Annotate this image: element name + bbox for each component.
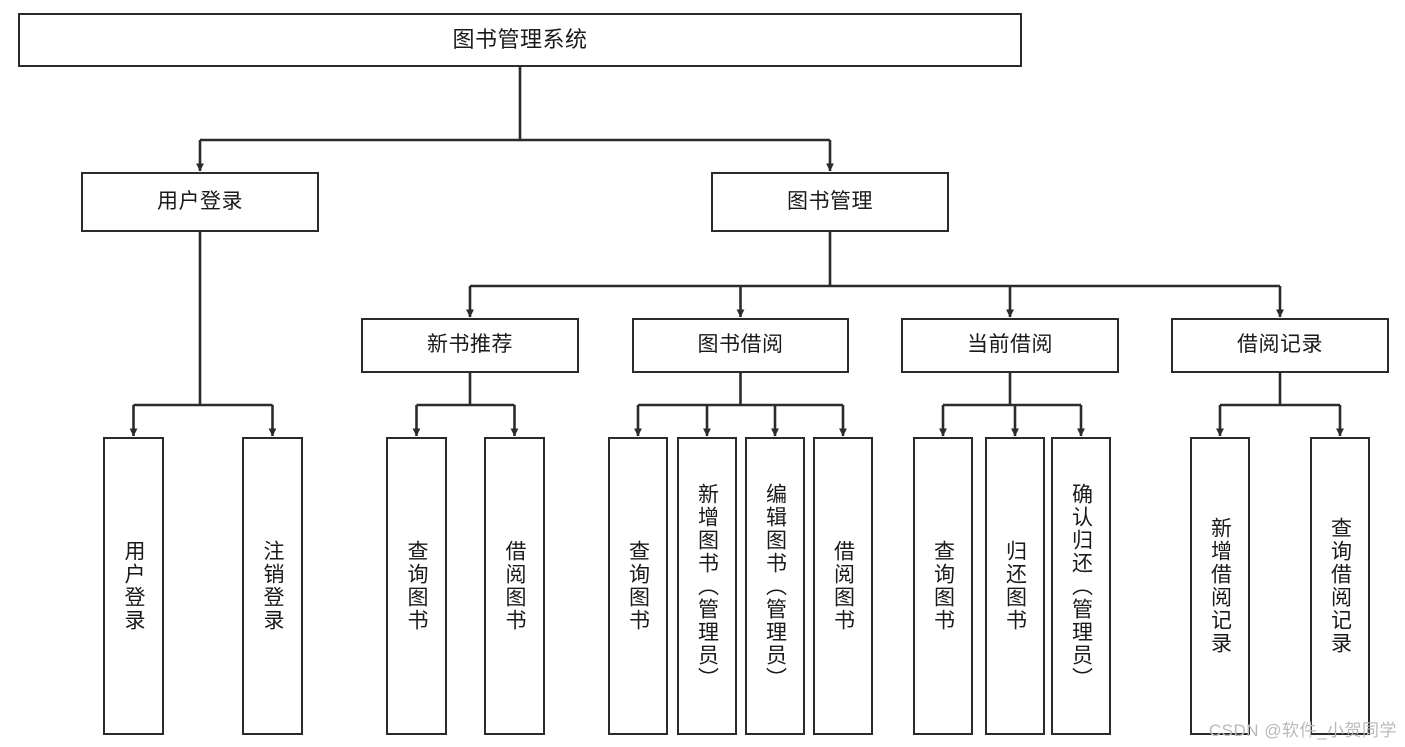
node-leaf-current-confirm-return[interactable]: 确认归还（管理员） — [1051, 437, 1111, 735]
node-leaf-user-login[interactable]: 用户登录 — [103, 437, 164, 735]
node-label: 当前借阅 — [967, 333, 1053, 357]
node-label: 编辑图书（管理员） — [763, 482, 787, 690]
node-leaf-borrow-add-book[interactable]: 新增图书（管理员） — [677, 437, 737, 735]
node-leaf-record-query[interactable]: 查询借阅记录 — [1310, 437, 1370, 735]
node-label: 新书推荐 — [427, 333, 513, 357]
node-leaf-current-return[interactable]: 归还图书 — [985, 437, 1045, 735]
node-label: 借阅图书 — [831, 540, 855, 632]
node-leaf-borrow-lend-book[interactable]: 借阅图书 — [813, 437, 873, 735]
node-label: 借阅记录 — [1237, 333, 1323, 357]
node-borrowing-records[interactable]: 借阅记录 — [1171, 318, 1389, 373]
node-leaf-user-logout[interactable]: 注销登录 — [242, 437, 303, 735]
node-root-system[interactable]: 图书管理系统 — [18, 13, 1022, 67]
node-label: 图书管理 — [787, 189, 873, 213]
node-book-borrowing[interactable]: 图书借阅 — [632, 318, 849, 373]
node-label: 图书借阅 — [697, 333, 784, 357]
node-leaf-newbook-query[interactable]: 查询图书 — [386, 437, 447, 735]
node-label: 查询图书 — [626, 540, 650, 632]
node-user-login-module[interactable]: 用户登录 — [81, 172, 319, 232]
node-leaf-newbook-borrow[interactable]: 借阅图书 — [484, 437, 545, 735]
node-leaf-borrow-query[interactable]: 查询图书 — [608, 437, 668, 735]
node-label: 查询借阅记录 — [1328, 517, 1352, 655]
node-label: 用户登录 — [157, 189, 243, 213]
watermark-text: CSDN @软件_小贺同学 — [1208, 721, 1397, 740]
node-label: 新增图书（管理员） — [695, 482, 719, 690]
node-leaf-record-add[interactable]: 新增借阅记录 — [1190, 437, 1250, 735]
node-label: 查询图书 — [405, 540, 428, 632]
node-label: 注销登录 — [261, 540, 284, 632]
node-label: 归还图书 — [1003, 540, 1027, 632]
node-label: 图书管理系统 — [452, 27, 588, 53]
node-current-borrowing[interactable]: 当前借阅 — [901, 318, 1119, 373]
node-new-book-recommendation[interactable]: 新书推荐 — [361, 318, 579, 373]
node-label: 新增借阅记录 — [1208, 517, 1232, 655]
node-label: 借阅图书 — [503, 540, 526, 632]
node-book-management-module[interactable]: 图书管理 — [711, 172, 949, 232]
node-label: 用户登录 — [122, 540, 145, 632]
node-label: 确认归还（管理员） — [1069, 482, 1093, 690]
node-leaf-current-query[interactable]: 查询图书 — [913, 437, 973, 735]
node-label: 查询图书 — [931, 540, 955, 632]
node-leaf-borrow-edit-book[interactable]: 编辑图书（管理员） — [745, 437, 805, 735]
